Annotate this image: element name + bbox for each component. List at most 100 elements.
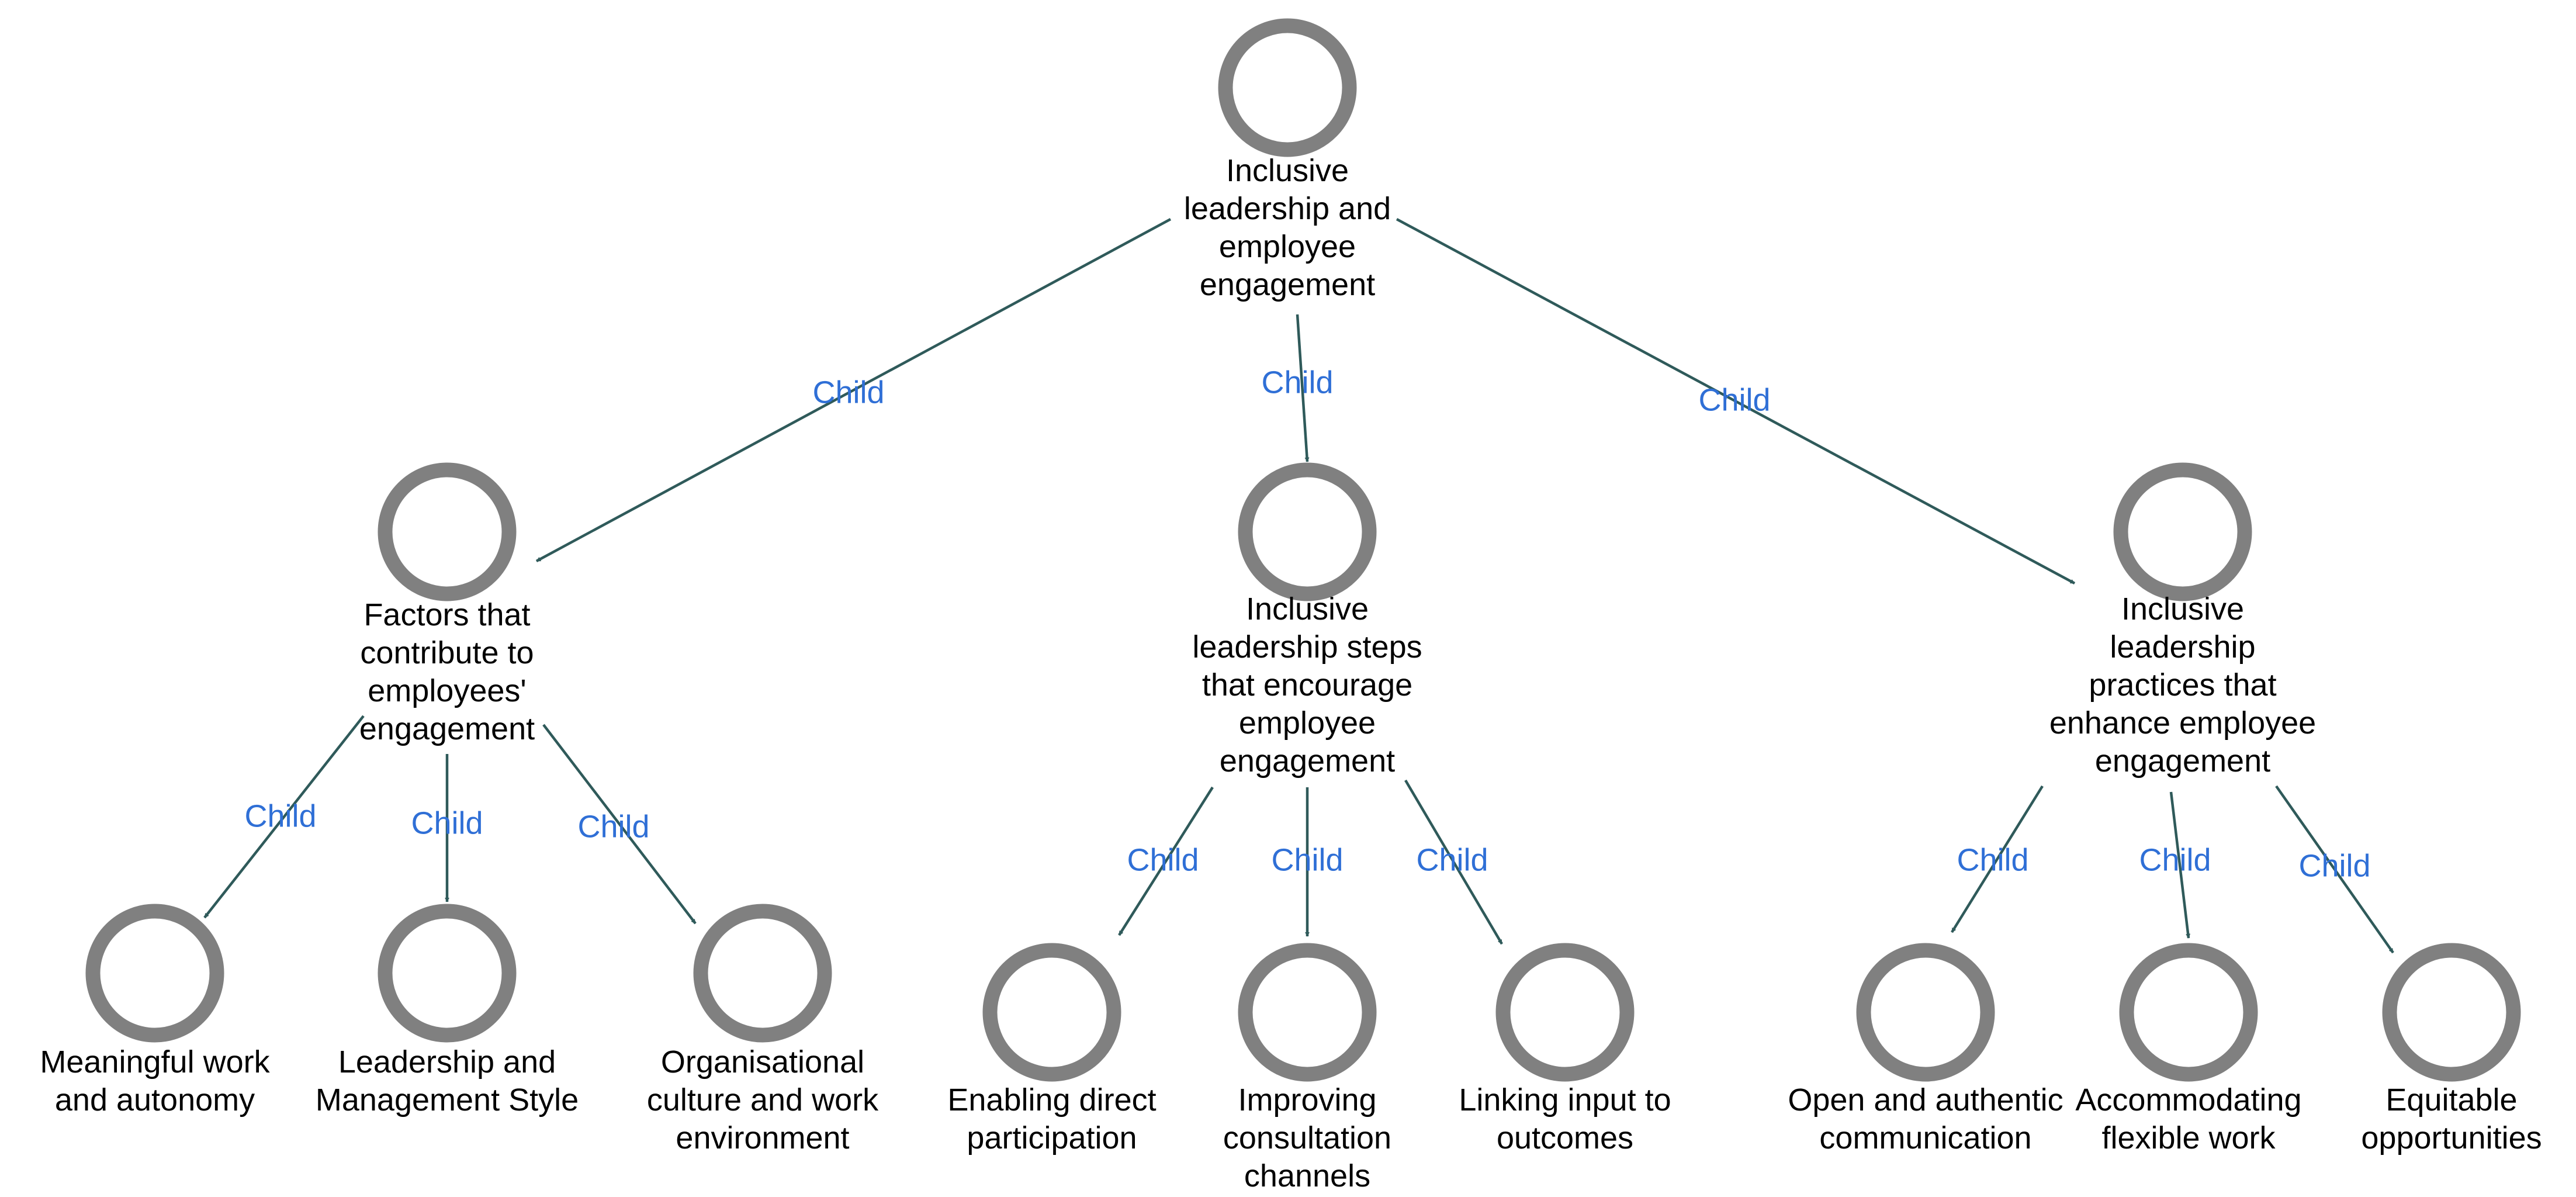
edge-steps-to-consultation: Child xyxy=(1271,787,1344,937)
node-label-line: engagement xyxy=(2095,743,2270,779)
node-circle-icon[interactable] xyxy=(982,943,1121,1082)
node-circle-icon[interactable] xyxy=(1218,18,1357,157)
node-label-line: engagement xyxy=(359,711,535,746)
edge-arrow xyxy=(1396,218,2076,584)
node-label-line: and autonomy xyxy=(55,1082,255,1118)
node-label-line: leadership and xyxy=(1184,191,1391,226)
node-label-line: channels xyxy=(1244,1158,1370,1193)
node-label-line: enhance employee xyxy=(2049,705,2316,741)
edge-arrow xyxy=(1951,785,2044,933)
node-label-line: Organisational xyxy=(661,1044,864,1080)
node-label-line: engagement xyxy=(1220,743,1395,779)
edge-label: Child xyxy=(2139,842,2211,877)
node-circle-icon[interactable] xyxy=(1856,943,1995,1082)
edge-factors-to-meaningful: Child xyxy=(203,715,365,919)
node-label-line: Enabling direct xyxy=(947,1082,1156,1118)
node-label-line: contribute to xyxy=(360,635,534,670)
node-circle-icon[interactable] xyxy=(693,904,832,1043)
node-label-line: environment xyxy=(676,1120,849,1156)
node-label-line: employee xyxy=(1219,229,1356,264)
node-circle-icon[interactable] xyxy=(1495,943,1635,1082)
node-circle-icon[interactable] xyxy=(85,904,224,1043)
edge-steps-to-direct_participation: Child xyxy=(1118,786,1214,936)
edge-root-to-practices: Child xyxy=(1396,218,2076,584)
node-label-line: that encourage xyxy=(1202,667,1412,703)
edge-arrow xyxy=(1118,786,1214,936)
node-label-line: Accommodating xyxy=(2075,1082,2301,1118)
node-circle-icon[interactable] xyxy=(2113,462,2252,601)
edge-root-to-factors: Child xyxy=(535,218,1172,562)
node-label-line: Open and authentic xyxy=(1788,1082,2063,1118)
node-label-line: employees' xyxy=(368,673,526,708)
edge-label: Child xyxy=(1127,842,1199,877)
node-label-line: culture and work xyxy=(647,1082,879,1118)
node-label-line: Inclusive xyxy=(1246,591,1369,627)
edge-label: Child xyxy=(244,798,316,833)
node-label-line: leadership steps xyxy=(1192,629,1422,665)
node-circle-icon[interactable] xyxy=(2119,943,2258,1082)
edge-practices-to-flexible_work: Child xyxy=(2139,791,2211,939)
edge-label: Child xyxy=(2298,848,2370,883)
node-label-line: Linking input to xyxy=(1459,1082,1671,1118)
node-label-line: Inclusive xyxy=(1226,153,1349,188)
node-label-line: Factors that xyxy=(363,597,530,632)
node-label-line: outcomes xyxy=(1497,1120,1633,1156)
node-circle-icon[interactable] xyxy=(1238,462,1377,601)
node-circle-icon[interactable] xyxy=(2382,943,2521,1082)
edge-label: Child xyxy=(1271,842,1343,877)
node-circle-icon[interactable] xyxy=(378,462,517,601)
node-label-line: Management Style xyxy=(316,1082,579,1118)
node-label-line: participation xyxy=(967,1120,1137,1156)
edge-label: Child xyxy=(1957,842,2028,877)
node-label-line: practices that xyxy=(2089,667,2276,703)
node-label-line: employee xyxy=(1239,705,1376,741)
node-circle-icon[interactable] xyxy=(378,904,517,1043)
node-circle-icon[interactable] xyxy=(1238,943,1377,1082)
edge-arrow xyxy=(1296,314,1310,462)
node-label-line: communication xyxy=(1819,1120,2031,1156)
node-label-line: Improving xyxy=(1238,1082,1376,1118)
edge-arrow xyxy=(535,218,1172,562)
node-label-line: Leadership and xyxy=(338,1044,556,1080)
edge-practices-to-communication: Child xyxy=(1951,785,2044,933)
edge-label: Child xyxy=(1261,365,1333,400)
edge-label: Child xyxy=(812,375,884,410)
node-label-line: flexible work xyxy=(2101,1120,2276,1156)
edge-factors-to-culture: Child xyxy=(542,724,697,925)
edge-label: Child xyxy=(1698,382,1770,417)
edge-practices-to-opportunities: Child xyxy=(2275,785,2394,954)
node-label-line: opportunities xyxy=(2361,1120,2542,1156)
edge-arrow xyxy=(542,724,697,925)
node-label-line: consultation xyxy=(1223,1120,1391,1156)
edge-arrow xyxy=(2169,791,2191,939)
edge-steps-to-linking: Child xyxy=(1404,779,1503,945)
